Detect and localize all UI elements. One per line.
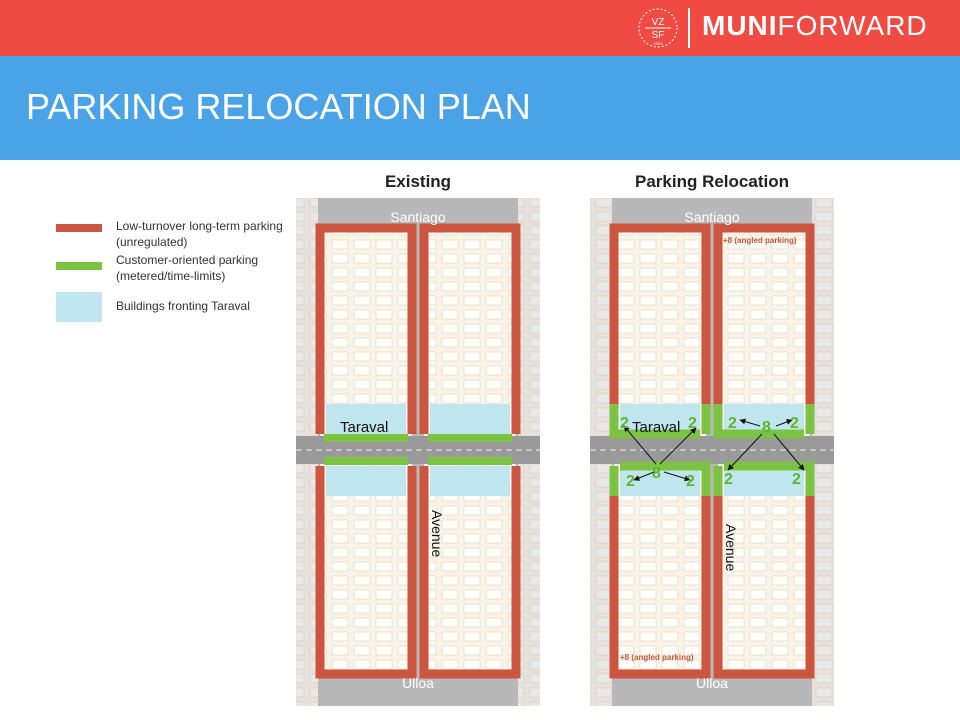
existing-longterm-west (315, 223, 417, 679)
legend-label-long-term: Low-turnover long-term parking (unregula… (116, 219, 283, 249)
muni-forward-logo: MUNIFORWARD (702, 6, 928, 46)
existing-street-north: Santiago (390, 209, 445, 225)
relocation-customer-sw (609, 461, 711, 496)
relocation-building-nw (620, 404, 700, 434)
existing-longterm-east (419, 223, 521, 679)
relocation-arrow-5 (739, 418, 761, 427)
page-title: PARKING RELOCATION PLAN (26, 86, 531, 127)
angled-parking-label-top: +8 (angled parking) (723, 236, 797, 245)
logo-year-text: 2024 (654, 41, 664, 46)
legend-swatch-buildings (56, 292, 102, 322)
legend-label-buildings: Buildings fronting Taraval (116, 299, 250, 313)
relocation-street-avenue: Avenue (723, 524, 739, 571)
existing-street-cross: Taraval (340, 419, 388, 436)
relocation-count-3: 2 (728, 415, 737, 432)
existing-building-ne (430, 404, 510, 434)
relocation-arrow-1 (623, 425, 657, 465)
logo-bottom-text: SF (652, 30, 665, 41)
relocation-building-se (724, 466, 804, 496)
vision-zero-logo: VZ SF 2024 (638, 8, 678, 48)
relocation-arrow-8 (773, 433, 805, 471)
relocation-heading: Parking Relocation (635, 172, 789, 191)
relocation-street-south: Ulloa (696, 675, 728, 691)
relocation-arrow-4 (663, 471, 691, 482)
relocation-count-9: 2 (724, 471, 733, 488)
legend-swatch-long-term (56, 224, 102, 232)
relocation-count-4: 8 (762, 419, 771, 436)
relocation-arrow-3 (633, 471, 655, 481)
relocation-building-ne (724, 404, 804, 434)
relocation-longterm-west (609, 223, 711, 679)
existing-street-south: Ulloa (402, 675, 434, 691)
logo-top-text: VZ (652, 17, 665, 28)
relocation-arrow-2 (659, 427, 697, 465)
logo-divider (688, 8, 690, 48)
title-banner (0, 56, 960, 160)
relocation-street-cross: Taraval (632, 419, 680, 436)
legend-swatch-customer (56, 262, 102, 270)
relocation-customer-nw (609, 404, 711, 439)
relocation-count-7: 8 (652, 465, 661, 482)
existing-building-sw (326, 466, 406, 496)
existing-heading: Existing (384, 172, 452, 191)
angled-parking-label-bottom: +8 (angled parking) (620, 653, 694, 662)
relocation-longterm-east (713, 223, 815, 679)
forward-word: FORWARD (777, 10, 928, 41)
relocation-street-north: Santiago (684, 209, 739, 225)
existing-street-avenue: Avenue (429, 510, 445, 557)
relocation-customer-ne (713, 404, 815, 439)
existing-building-nw (326, 404, 406, 434)
relocation-count-1: 2 (620, 415, 629, 432)
top-banner (0, 0, 960, 56)
existing-map: Santiago Ulloa Taraval Avenue (296, 198, 540, 706)
relocation-count-6: 2 (626, 473, 635, 490)
relocation-map: Santiago Ulloa Taraval Avenue +8 (angled… (590, 198, 834, 706)
existing-building-se (430, 466, 510, 496)
relocation-count-10: 2 (792, 471, 801, 488)
relocation-arrow-7 (727, 433, 763, 471)
relocation-count-5: 2 (790, 415, 799, 432)
relocation-arrow-6 (775, 419, 793, 427)
relocation-customer-se (713, 461, 815, 496)
muni-word: MUNI (702, 10, 778, 41)
relocation-count-8: 2 (686, 473, 695, 490)
legend-label-customer: Customer-oriented parking (metered/time-… (116, 253, 259, 283)
relocation-count-2: 2 (688, 415, 697, 432)
